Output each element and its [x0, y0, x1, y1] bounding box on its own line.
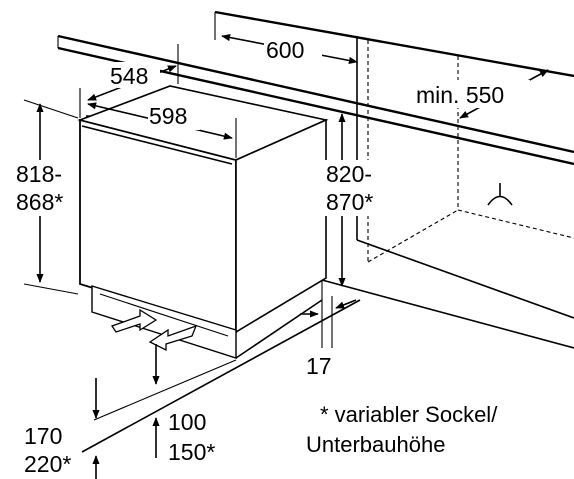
dim-min-depth-label: min. 550: [416, 82, 504, 108]
dim-vent-height-line2: 150*: [168, 439, 215, 465]
dim-appliance-depth-label: 548: [110, 63, 148, 89]
footnote-line2: Unterbauhöhe: [306, 432, 445, 457]
dim-plinth-height-line2: 220*: [24, 451, 71, 477]
socket-icon: [487, 183, 513, 206]
dim-plinth-gap-label: 17: [306, 353, 332, 379]
dim-vent-height: 100 150*: [152, 344, 215, 465]
dim-plinth-height-line1: 170: [24, 423, 62, 449]
dim-appliance-depth: 548: [79, 44, 179, 118]
cabinet-niche: [214, 10, 574, 349]
dim-niche-depth-label: 600: [266, 37, 304, 63]
footnote: * variabler Sockel/ Unterbauhöhe: [306, 402, 498, 457]
dim-appliance-height-line2: 868*: [16, 189, 63, 215]
dim-plinth-height: 170 220*: [24, 378, 100, 479]
dim-vent-height-line1: 100: [168, 409, 206, 435]
floor-line: [81, 299, 361, 453]
dim-plinth-gap: 17: [300, 296, 357, 379]
dim-niche-depth: 600: [221, 33, 358, 65]
dim-niche-height-line1: 820-: [326, 161, 372, 187]
airflow-arrows-icon: [110, 308, 198, 352]
dim-niche-height-line2: 870*: [326, 189, 373, 215]
dim-min-depth: min. 550: [414, 69, 549, 119]
dim-appliance-width: 598: [87, 102, 237, 158]
footnote-line1: * variabler Sockel/: [320, 402, 498, 427]
plinth: [91, 280, 323, 359]
dim-appliance-height: 818- 868*: [14, 99, 79, 295]
dim-appliance-width-label: 598: [149, 103, 187, 129]
plinth-front-line: [93, 359, 237, 421]
dim-niche-height: 820- 870*: [324, 113, 386, 287]
dim-appliance-height-line1: 818-: [16, 161, 62, 187]
